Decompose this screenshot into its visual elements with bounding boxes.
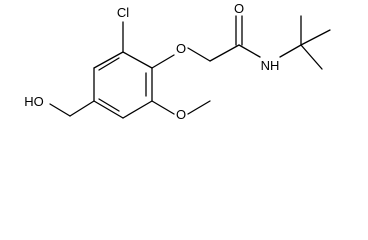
ring-bond-1 xyxy=(122,51,153,69)
ring-bond-3 xyxy=(122,100,153,119)
benzene-ring xyxy=(93,51,153,119)
tbutyl-methyl-down xyxy=(300,44,323,70)
chlorine-label: Cl xyxy=(117,5,129,20)
ring-double-bond-c xyxy=(98,57,120,71)
structure-diagram: Cl O O NH HO O xyxy=(24,1,331,122)
ch2-carbonyl-bond xyxy=(209,44,240,62)
ch2-oh-bond xyxy=(49,103,71,117)
o-ch2-bond xyxy=(187,47,211,62)
o-methyl-bond xyxy=(187,100,211,115)
ring-o-methoxy-bond xyxy=(151,100,175,115)
ring-bond-6 xyxy=(93,51,124,69)
carbonyl-n-bond xyxy=(238,44,261,58)
ring-double-bond-b xyxy=(98,98,120,112)
ring-ch2-bond xyxy=(69,100,95,117)
molecule-canvas: Cl O O NH HO O xyxy=(24,1,331,122)
ether-oxygen-label: O xyxy=(176,41,186,56)
tert-butyl-group xyxy=(300,15,331,70)
carbonyl-oxygen-label: O xyxy=(234,1,244,16)
c-o-ether-bond xyxy=(151,54,175,69)
hydroxyl-label: HO xyxy=(24,94,44,109)
ring-bond-4 xyxy=(93,100,124,119)
n-tbutyl-bond xyxy=(279,44,302,58)
tbutyl-methyl-right xyxy=(300,29,331,46)
methoxy-oxygen-label: O xyxy=(176,107,186,122)
amide-nh-label: NH xyxy=(261,58,280,73)
